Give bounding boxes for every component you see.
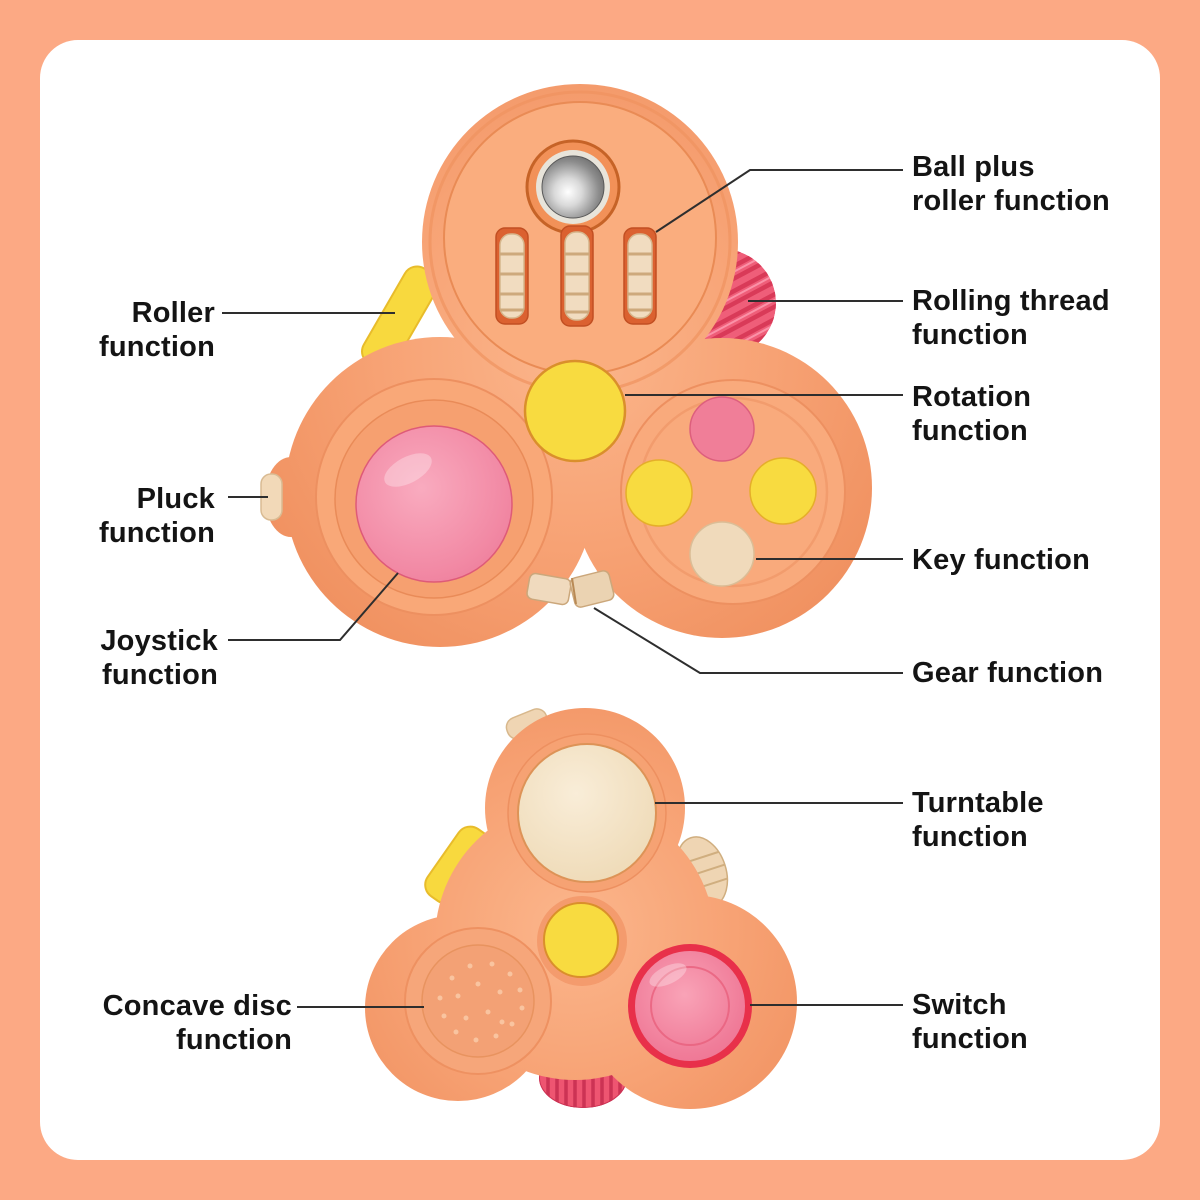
label-concave-disc-function: Concave disc function xyxy=(102,990,292,1056)
fidget-pad-top-view xyxy=(260,84,872,647)
label-joystick-function: Joystick function xyxy=(100,625,218,691)
label-switch-function: Switch function xyxy=(912,989,1028,1055)
label-key-function: Key function xyxy=(912,544,1091,576)
key-buttons-icon xyxy=(620,379,846,605)
rotation-button-icon xyxy=(523,359,627,463)
leader-gear xyxy=(593,607,903,674)
metal-ball-icon xyxy=(525,139,621,235)
switch-button-icon xyxy=(628,944,752,1068)
rollers-icon xyxy=(495,225,657,327)
leader-ball-roller xyxy=(655,169,903,233)
leader-joystick xyxy=(228,572,399,641)
label-gear-function: Gear function xyxy=(912,657,1104,689)
fidget-pad-bottom-view xyxy=(365,708,797,1109)
label-rotation-function: Rotation function xyxy=(912,381,1032,447)
gear-icon xyxy=(526,570,615,608)
label-ball-roller-function: Ball plus roller function xyxy=(912,151,1110,217)
turntable-disc-icon xyxy=(507,733,667,893)
label-pluck-function: Pluck function xyxy=(99,483,215,549)
concave-disc-icon xyxy=(404,927,552,1075)
center-button-icon xyxy=(537,896,627,986)
label-roller-function: Roller function xyxy=(99,297,215,363)
leader-lines xyxy=(222,169,903,1008)
label-turntable-function: Turntable function xyxy=(912,787,1044,853)
label-rolling-thread-function: Rolling thread function xyxy=(912,285,1110,351)
joystick-dome-icon xyxy=(315,378,553,616)
